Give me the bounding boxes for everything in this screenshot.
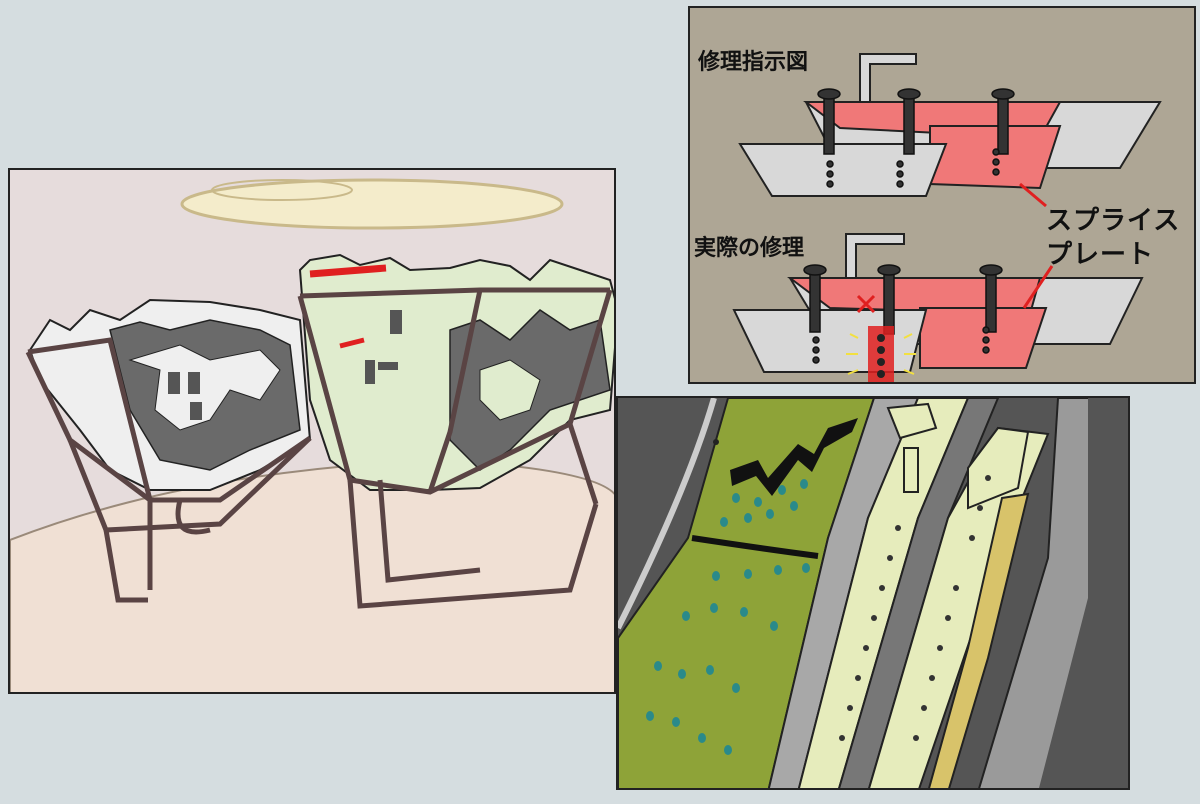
- wreckage-panel: [8, 168, 616, 694]
- actual-repair-diagram: [732, 233, 1144, 382]
- yellow-stringer: [928, 492, 1030, 788]
- repair-diagram-panel: 修理指示図 実際の修理 スプライス プレート: [688, 6, 1196, 384]
- support-frame-left: [25, 337, 312, 603]
- damaged-bolt-row: [846, 326, 916, 382]
- bulkhead-closeup-panel: [616, 396, 1130, 790]
- label-splice-plate-line2: プレート: [1046, 240, 1155, 270]
- ceiling-light: [180, 178, 564, 230]
- stiffener-strip-1: [797, 398, 970, 788]
- label-splice-plate-line1: スプライス: [1046, 206, 1181, 236]
- rivet-pattern: [646, 479, 810, 755]
- label-actual-repair: 実際の修理: [694, 236, 805, 261]
- splice-plate-diagram: [690, 8, 1194, 382]
- splice-plate-instructed: [929, 125, 1062, 190]
- instructed-repair-diagram: [738, 53, 1162, 197]
- wreckage-illustration: [10, 170, 614, 692]
- red-x-mark: [856, 294, 876, 314]
- bulkhead-closeup-illustration: [618, 398, 1128, 788]
- support-frame-right: [297, 287, 613, 609]
- label-repair-instruction: 修理指示図: [698, 50, 809, 75]
- damage-mark-top: [309, 264, 387, 278]
